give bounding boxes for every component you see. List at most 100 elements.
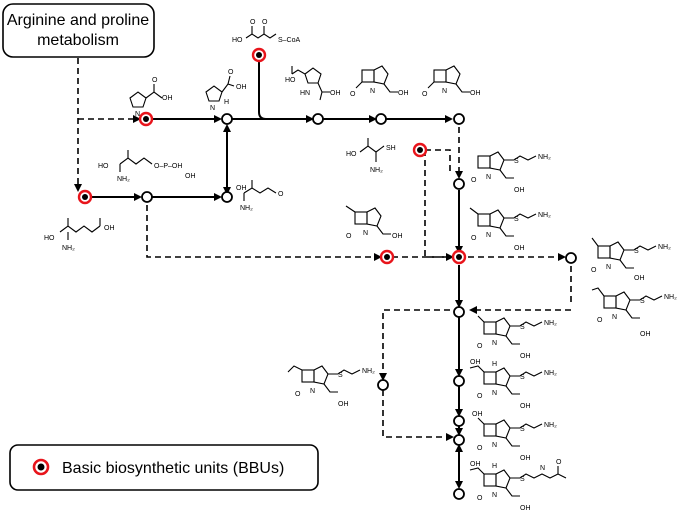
svg-text:OH: OH xyxy=(162,95,173,102)
svg-text:S–CoA: S–CoA xyxy=(278,37,301,44)
svg-text:O: O xyxy=(422,91,428,98)
legend: Basic biosynthetic units (BBUs) xyxy=(9,444,319,491)
svg-text:OH: OH xyxy=(236,84,247,91)
svg-text:N: N xyxy=(492,390,497,397)
node-carbapenem[interactable] xyxy=(453,113,465,125)
node-carbapenam[interactable] xyxy=(375,113,387,125)
node-acetyl-thienamycin[interactable] xyxy=(453,488,465,500)
node-hydroxyethyl-a[interactable] xyxy=(453,375,465,387)
svg-text:NH₂: NH₂ xyxy=(658,244,671,251)
svg-text:O: O xyxy=(295,391,301,398)
svg-text:O: O xyxy=(278,191,284,198)
svg-text:O: O xyxy=(597,317,603,324)
svg-text:NH₂: NH₂ xyxy=(664,294,677,301)
svg-text:O: O xyxy=(471,177,477,184)
node-ethylidene-a[interactable] xyxy=(565,252,577,264)
pathway-nodes xyxy=(77,47,577,500)
svg-text:OH: OH xyxy=(338,401,349,408)
structure-acetyl-thienamycin: OH H N O S N O OH xyxy=(469,459,567,512)
svg-text:HO: HO xyxy=(44,235,55,242)
svg-text:O: O xyxy=(250,19,256,26)
bbu-node-glutamate[interactable] xyxy=(77,189,93,205)
node-hydroxyethyl-b[interactable] xyxy=(453,415,465,427)
svg-text:OH: OH xyxy=(520,403,531,410)
structure-carbapenam: N O OH xyxy=(350,65,409,98)
svg-text:O: O xyxy=(152,77,158,84)
svg-text:O: O xyxy=(262,19,268,26)
svg-text:N: N xyxy=(540,465,545,472)
svg-text:N: N xyxy=(442,88,447,95)
svg-text:O: O xyxy=(471,235,477,242)
svg-text:N: N xyxy=(310,388,315,395)
svg-text:S: S xyxy=(520,374,525,381)
solid-arrows xyxy=(90,59,463,489)
svg-text:OH: OH xyxy=(185,173,196,180)
svg-text:O: O xyxy=(477,393,483,400)
svg-text:N: N xyxy=(612,314,617,321)
svg-text:OH: OH xyxy=(104,225,115,232)
svg-text:N: N xyxy=(486,232,491,239)
bbu-node-proline[interactable] xyxy=(138,111,154,127)
svg-text:OH: OH xyxy=(520,505,531,512)
svg-text:O: O xyxy=(477,495,483,502)
structure-methylene: N O S NH₂ OH xyxy=(591,237,671,282)
svg-text:H: H xyxy=(492,463,497,470)
svg-text:O: O xyxy=(556,459,562,466)
svg-text:H: H xyxy=(492,361,497,368)
svg-text:N: N xyxy=(135,111,140,118)
bbu-node-malonyl-coa[interactable] xyxy=(251,47,267,63)
node-pantetheinyl[interactable] xyxy=(453,178,465,190)
node-cmpr[interactable] xyxy=(312,113,324,125)
structure-glutamyl-phosphate: HO NH₂ O–P–OH OH xyxy=(98,150,196,183)
svg-text:NH₂: NH₂ xyxy=(117,176,130,183)
svg-text:OH: OH xyxy=(470,461,481,468)
bbu-node-cysteine[interactable] xyxy=(412,142,428,158)
svg-text:OH: OH xyxy=(520,353,531,360)
node-glsa[interactable] xyxy=(221,191,233,203)
bbu-node-branch-point[interactable] xyxy=(451,249,467,265)
structure-carbapenem: N O OH xyxy=(422,65,481,98)
dashed-arrows xyxy=(74,58,572,441)
svg-text:OH: OH xyxy=(398,90,409,97)
node-glu-phosphate[interactable] xyxy=(141,191,153,203)
svg-text:NH₂: NH₂ xyxy=(62,245,75,252)
svg-text:HO: HO xyxy=(285,77,296,84)
svg-text:OH: OH xyxy=(470,90,481,97)
svg-text:S: S xyxy=(520,426,525,433)
node-propyl[interactable] xyxy=(377,379,389,391)
svg-text:S: S xyxy=(640,298,645,305)
svg-text:S: S xyxy=(514,216,519,223)
svg-text:NH₂: NH₂ xyxy=(538,154,551,161)
node-methyl[interactable] xyxy=(453,306,465,318)
structure-glsa: OH NH₂ O xyxy=(236,180,284,212)
node-p5c[interactable] xyxy=(221,113,233,125)
svg-text:NH₂: NH₂ xyxy=(544,422,557,429)
structure-malonyl-coa: HO O O S–CoA xyxy=(232,19,301,44)
svg-text:SH: SH xyxy=(386,145,396,152)
structure-carbapenem-methyl: N O OH xyxy=(345,205,403,240)
svg-text:OH: OH xyxy=(236,185,247,192)
svg-text:OH: OH xyxy=(392,233,403,240)
svg-text:OH: OH xyxy=(640,331,651,338)
bbu-node-carbapenem-core[interactable] xyxy=(379,249,395,265)
svg-text:H: H xyxy=(224,99,229,106)
svg-text:OH: OH xyxy=(514,245,525,252)
svg-text:S: S xyxy=(520,476,525,483)
svg-text:N: N xyxy=(492,492,497,499)
svg-text:OH: OH xyxy=(520,455,531,462)
svg-text:N: N xyxy=(363,230,368,237)
legend-label: Basic biosynthetic units (BBUs) xyxy=(62,460,284,477)
svg-text:S: S xyxy=(634,248,639,255)
structure-methyl-carbapenam: N O S NH₂ OH xyxy=(477,315,557,360)
structure-pantetheinyl-1: N O S NH₂ OH xyxy=(471,151,551,194)
svg-text:O: O xyxy=(350,91,356,98)
svg-text:NH₂: NH₂ xyxy=(370,167,383,174)
node-thienamycin[interactable] xyxy=(453,434,465,446)
structure-cmpr: HO HN OH xyxy=(285,66,341,101)
svg-text:HO: HO xyxy=(232,37,243,44)
svg-text:NH₂: NH₂ xyxy=(544,320,557,327)
title-line-2: metabolism xyxy=(37,32,119,49)
svg-text:NH₂: NH₂ xyxy=(240,205,253,212)
structure-pantetheinyl-2: N O S NH₂ OH xyxy=(469,207,551,252)
